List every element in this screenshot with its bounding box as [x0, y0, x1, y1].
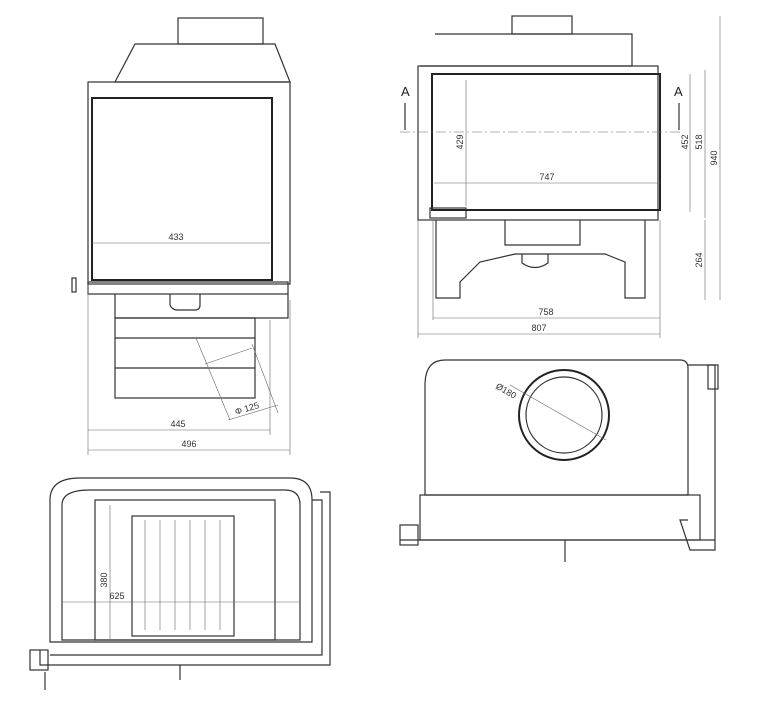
top-dim-flue: Ø180: [494, 381, 518, 401]
front-view: 433 445 496 Φ 125: [71, 17, 291, 455]
section-marker-right: A: [674, 84, 683, 99]
section-dim-380: 380: [99, 572, 109, 587]
section-dim-625: 625: [109, 591, 124, 601]
front-dim-433: 433: [168, 232, 183, 242]
section-view: 380 625: [29, 477, 331, 690]
side-view: A A 429 747 452 518 940 264 758 807: [400, 15, 721, 338]
front-dim-496: 496: [181, 439, 196, 449]
side-dim-264: 264: [694, 252, 704, 267]
side-dim-429: 429: [455, 134, 465, 149]
front-dim-445: 445: [170, 419, 185, 429]
side-dim-940: 940: [709, 150, 719, 165]
side-dim-747: 747: [539, 172, 554, 182]
side-dim-452: 452: [680, 134, 690, 149]
side-dim-807: 807: [531, 323, 546, 333]
side-dim-758: 758: [538, 307, 553, 317]
top-view: Ø180: [399, 359, 719, 562]
section-marker-left: A: [401, 84, 410, 99]
side-dim-518: 518: [694, 134, 704, 149]
